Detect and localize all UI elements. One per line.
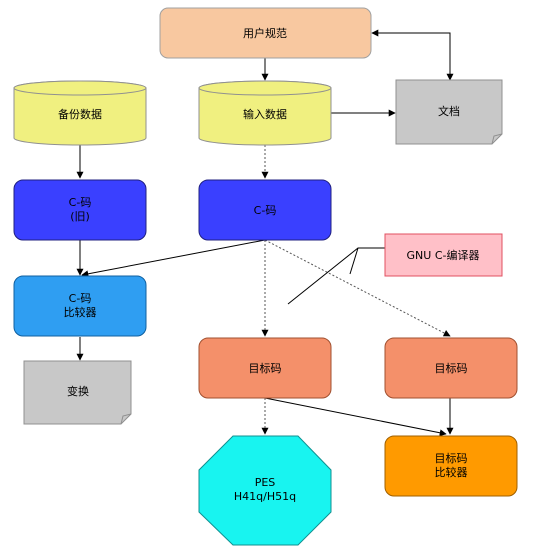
node-object-code-2[interactable]: 目标码	[384, 337, 518, 399]
connectors	[76, 29, 454, 437]
node-c-code[interactable]: C-码	[198, 179, 332, 241]
node-document-label: 文档	[438, 104, 460, 118]
node-object-comparator[interactable]: 目标码 比较器	[384, 435, 518, 497]
node-user-spec-label: 用户规范	[243, 26, 287, 40]
node-user-spec[interactable]: 用户规范	[159, 7, 372, 59]
node-document[interactable]: 文档	[395, 79, 503, 145]
node-pes[interactable]: PES H41q/H51q	[198, 435, 332, 546]
compiler-callout	[287, 247, 385, 305]
connector-object-1-to-comparator	[264, 397, 447, 437]
connector-code-to-comparator	[81, 239, 266, 278]
connector-code-to-object-2	[264, 239, 451, 337]
node-pes-line-1: PES	[255, 476, 276, 489]
node-c-comparator[interactable]: C-码 比较器	[13, 275, 147, 337]
node-gnu-compiler[interactable]: GNU C-编译器	[384, 233, 503, 277]
node-input-data-label: 输入数据	[243, 107, 287, 121]
node-c-comparator-line-2: 比较器	[64, 305, 97, 319]
node-transform-label: 变换	[67, 384, 89, 398]
node-gnu-compiler-label: GNU C-编译器	[407, 248, 480, 262]
node-c-code-label: C-码	[254, 204, 277, 217]
node-backup-data[interactable]: 备份数据	[13, 80, 147, 146]
node-c-comparator-line-1: C-码	[69, 292, 92, 305]
node-pes-line-2: H41q/H51q	[234, 490, 296, 503]
node-object-code-2-label: 目标码	[435, 361, 468, 375]
node-object-code-1[interactable]: 目标码	[198, 337, 332, 399]
node-transform[interactable]: 变换	[23, 360, 132, 425]
node-object-comparator-line-2: 比较器	[435, 465, 468, 479]
node-input-data[interactable]: 输入数据	[198, 80, 332, 146]
connector-spec-to-document	[371, 29, 454, 81]
node-c-code-old-line-2: (旧)	[70, 210, 90, 223]
node-c-code-old[interactable]: C-码 (旧)	[13, 179, 147, 241]
compiler-callout-tick	[349, 247, 359, 275]
node-backup-data-label: 备份数据	[58, 107, 102, 121]
node-object-code-1-label: 目标码	[249, 361, 282, 375]
node-object-comparator-line-1: 目标码	[435, 451, 468, 465]
node-c-code-old-line-1: C-码	[69, 196, 92, 209]
